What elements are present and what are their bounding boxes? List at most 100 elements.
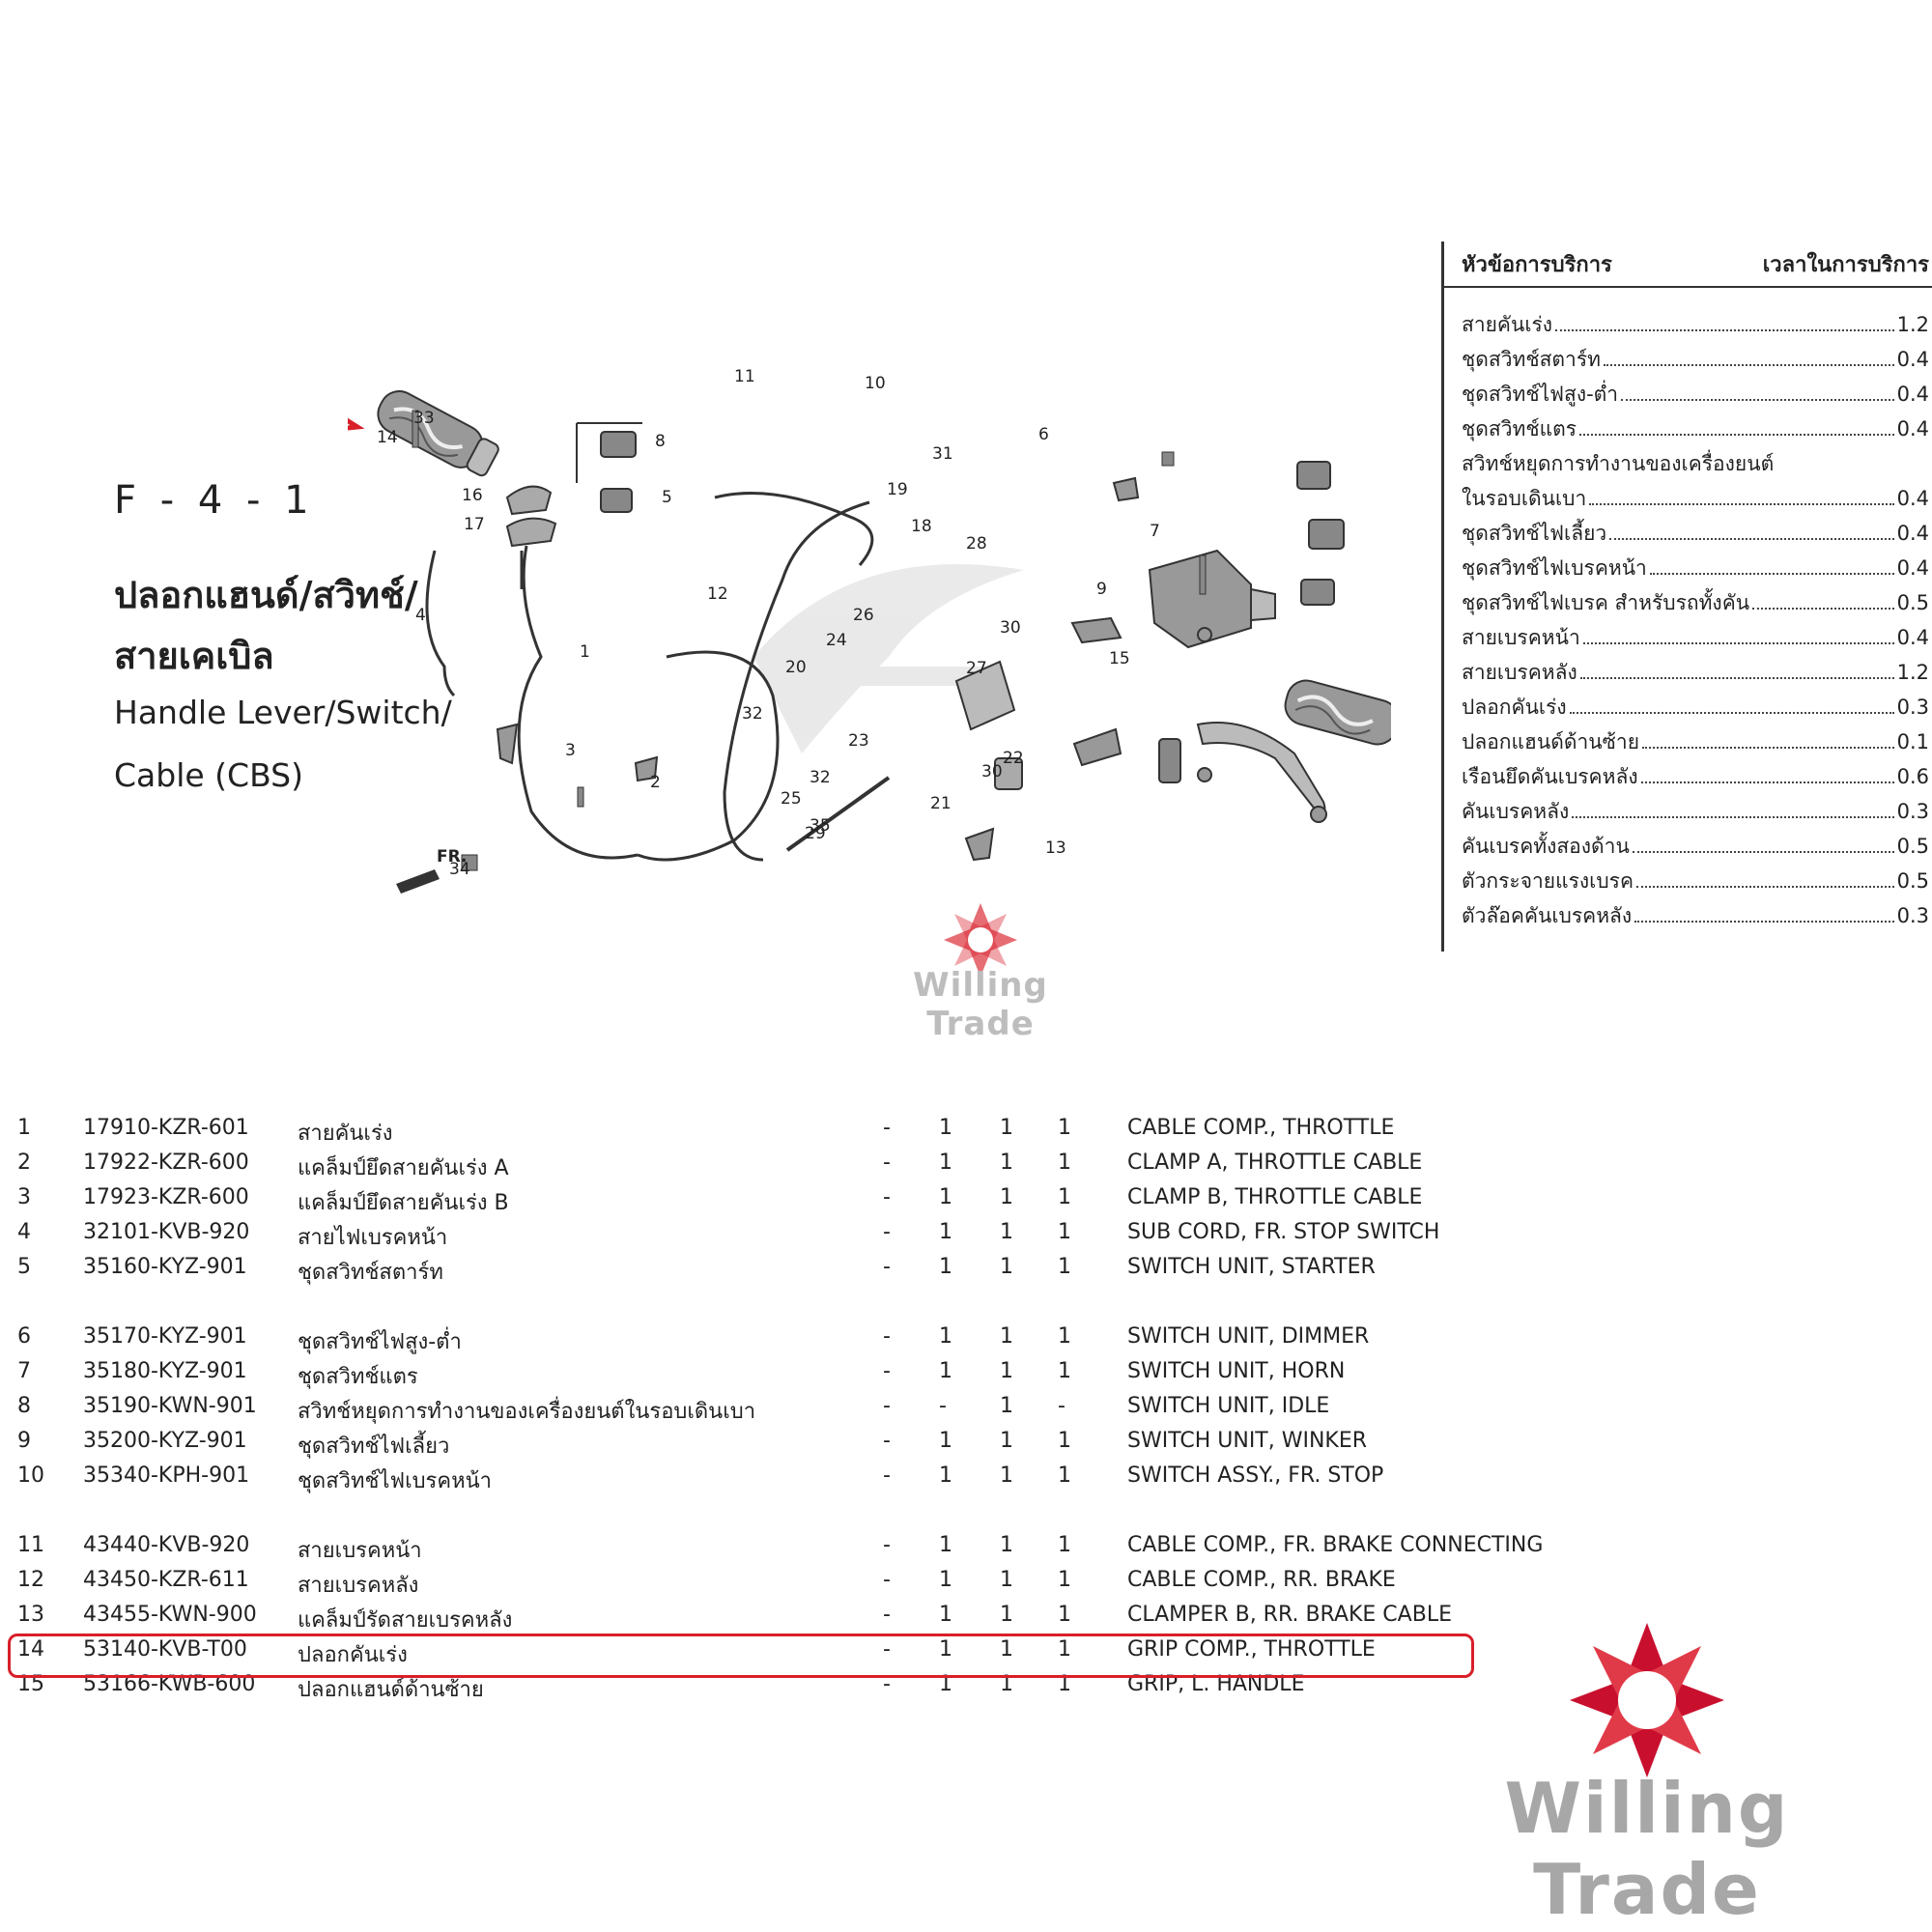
quantity: 1 bbox=[939, 1603, 952, 1627]
quantity: 1 bbox=[1058, 1603, 1071, 1627]
quantity: 1 bbox=[939, 1324, 952, 1349]
quantity: 1 bbox=[1000, 1603, 1013, 1627]
part-number: 17922-KZR-600 bbox=[83, 1151, 249, 1175]
callout-number: 4 bbox=[415, 606, 426, 625]
part-name-thai: สายเบรคหน้า bbox=[298, 1539, 422, 1563]
ref-number: 9 bbox=[17, 1429, 31, 1453]
watermark-text: Willing Trade bbox=[913, 966, 1048, 1043]
screw-31-part bbox=[1161, 451, 1175, 467]
part-name-thai: สายคันเร่ง bbox=[298, 1122, 393, 1146]
leader-dots bbox=[1589, 486, 1894, 505]
service-item-time: 0.4 bbox=[1896, 348, 1929, 371]
part-name-english: SWITCH ASSY., FR. STOP bbox=[1127, 1463, 1384, 1488]
callout-number: 7 bbox=[1150, 522, 1160, 541]
service-item-time: 0.4 bbox=[1896, 556, 1929, 580]
service-item-time: 0.6 bbox=[1896, 765, 1929, 788]
quantity: 1 bbox=[939, 1637, 952, 1662]
clamp-19-part bbox=[1112, 476, 1140, 502]
callout-number: 31 bbox=[932, 444, 953, 464]
callout-number: 16 bbox=[462, 486, 483, 505]
ref-number: 6 bbox=[17, 1324, 31, 1349]
quantity: 1 bbox=[939, 1151, 952, 1175]
quantity: - bbox=[883, 1533, 891, 1557]
quantity: - bbox=[1058, 1394, 1065, 1418]
quantity: 1 bbox=[1000, 1185, 1013, 1209]
quantity: 1 bbox=[1000, 1637, 1013, 1662]
service-item-time: 0.4 bbox=[1896, 626, 1929, 649]
part-name-english: SWITCH UNIT, HORN bbox=[1127, 1359, 1346, 1383]
service-item-label: ในรอบเดินเบา bbox=[1462, 487, 1587, 510]
throttle-housing-upper bbox=[505, 485, 553, 516]
nut-30-part bbox=[1197, 627, 1212, 642]
part-name-thai: ชุดสวิทช์แตร bbox=[298, 1365, 418, 1389]
part-name-thai: ปลอกแฮนด์ด้านซ้าย bbox=[298, 1678, 484, 1702]
quantity: - bbox=[883, 1603, 891, 1627]
part-number: 17910-KZR-601 bbox=[83, 1116, 249, 1140]
quantity: 1 bbox=[1000, 1359, 1013, 1383]
part-number: 35200-KYZ-901 bbox=[83, 1429, 247, 1453]
quantity: 1 bbox=[1000, 1568, 1013, 1592]
service-item-time: 0.4 bbox=[1896, 522, 1929, 545]
callout-number: 13 bbox=[1045, 838, 1066, 858]
ref-number: 1 bbox=[17, 1116, 31, 1140]
quantity: - bbox=[883, 1463, 891, 1488]
leader-dots bbox=[1572, 799, 1894, 818]
callout-number: 19 bbox=[887, 480, 908, 499]
part-number: 35180-KYZ-901 bbox=[83, 1359, 247, 1383]
leader-dots bbox=[1579, 416, 1894, 436]
quantity: - bbox=[883, 1429, 891, 1453]
part-name-thai: ชุดสวิทช์ไฟเลี้ยว bbox=[298, 1435, 450, 1459]
service-item-time: 1.2 bbox=[1896, 661, 1929, 684]
service-item-time: 0.4 bbox=[1896, 383, 1929, 406]
service-item-label: ชุดสวิทช์ไฟเบรคหน้า bbox=[1462, 556, 1647, 580]
quantity: 1 bbox=[939, 1220, 952, 1244]
figure-title-english-line2: Cable (CBS) bbox=[114, 756, 303, 794]
part-name-thai: สวิทช์หยุดการทำงานของเครื่องยนต์ในรอบเดิ… bbox=[298, 1400, 756, 1424]
service-item-label: ปลอกคันเร่ง bbox=[1462, 696, 1567, 719]
leader-dots bbox=[1642, 729, 1894, 749]
ref-number: 3 bbox=[17, 1185, 31, 1209]
service-item: สวิทช์หยุดการทำงานของเครื่องยนต์ bbox=[1462, 448, 1929, 483]
service-time-panel: หัวข้อการบริการ เวลาในการบริการ สายคันเร… bbox=[1441, 242, 1932, 952]
quantity: 1 bbox=[1058, 1116, 1071, 1140]
throttle-grip-part bbox=[377, 390, 499, 477]
callout-number: 5 bbox=[662, 488, 672, 507]
quantity: 1 bbox=[1000, 1672, 1013, 1696]
part-name-english: SWITCH UNIT, DIMMER bbox=[1127, 1324, 1370, 1349]
service-item-time: 0.3 bbox=[1896, 696, 1929, 719]
part-number: 43455-KWN-900 bbox=[83, 1603, 257, 1627]
front-direction-label: FR. bbox=[437, 847, 467, 867]
callout-number: 8 bbox=[655, 432, 666, 451]
service-item-label: ชุดสวิทช์ไฟสูง-ต่ำ bbox=[1462, 383, 1619, 406]
service-item-label: ชุดสวิทช์แตร bbox=[1462, 417, 1577, 440]
service-item-time: 0.5 bbox=[1896, 869, 1929, 893]
part-name-thai: ปลอกคันเร่ง bbox=[298, 1643, 408, 1667]
quantity: 1 bbox=[1000, 1220, 1013, 1244]
quantity: 1 bbox=[1000, 1394, 1013, 1418]
ref-number: 10 bbox=[17, 1463, 44, 1488]
part-number: 32101-KVB-920 bbox=[83, 1220, 250, 1244]
leader-dots bbox=[1621, 382, 1894, 401]
ref-number: 12 bbox=[17, 1568, 44, 1592]
quantity: 1 bbox=[1000, 1429, 1013, 1453]
leader-dots bbox=[1603, 347, 1894, 366]
service-item-time: 0.5 bbox=[1896, 591, 1929, 614]
figure-code: F - 4 - 1 bbox=[114, 478, 315, 523]
callout-number: 15 bbox=[1109, 649, 1130, 668]
quantity: 1 bbox=[1000, 1463, 1013, 1488]
screw-33-part bbox=[412, 410, 419, 448]
part-name-thai: ชุดสวิทช์ไฟเบรคหน้า bbox=[298, 1469, 492, 1493]
quantity: - bbox=[883, 1324, 891, 1349]
part-number: 43440-KVB-920 bbox=[83, 1533, 250, 1557]
quantity: 1 bbox=[1000, 1151, 1013, 1175]
